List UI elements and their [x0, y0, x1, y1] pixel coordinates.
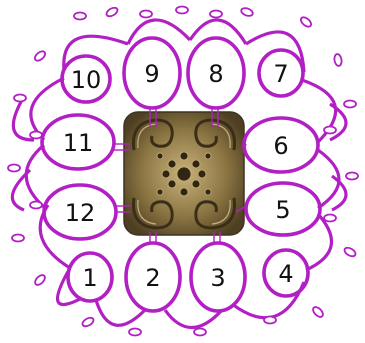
picot	[8, 165, 20, 172]
picot	[105, 6, 119, 18]
picot	[311, 305, 324, 318]
bead	[192, 180, 200, 188]
bead	[157, 153, 163, 159]
picot	[140, 11, 152, 18]
picot	[12, 235, 24, 242]
ring-label: 10	[71, 66, 102, 94]
ring-11: 11	[42, 115, 114, 169]
picot	[343, 246, 357, 258]
ring-9: 9	[124, 38, 180, 108]
bead	[180, 188, 188, 196]
picot	[210, 11, 222, 18]
picot	[30, 202, 42, 209]
bead	[177, 167, 191, 181]
picot	[33, 49, 47, 62]
ring-5: 5	[246, 183, 320, 235]
ornate-bronze-square-connector-icon	[124, 112, 244, 235]
bead	[198, 170, 206, 178]
ring-label: 5	[275, 196, 290, 224]
picot	[334, 53, 343, 66]
picot	[346, 173, 358, 180]
chain-arc	[165, 310, 222, 328]
bead	[205, 153, 211, 159]
bead	[157, 189, 163, 195]
picot	[324, 127, 336, 134]
ring-3: 3	[191, 243, 245, 311]
picot	[344, 101, 356, 108]
ring-label: 9	[144, 60, 159, 88]
ring-label: 12	[65, 199, 96, 227]
chain-arc	[306, 214, 331, 270]
ring-7: 7	[259, 50, 303, 96]
ring-label: 8	[208, 60, 223, 88]
ring-6: 6	[244, 118, 318, 172]
ring-label: 6	[273, 132, 288, 160]
bead	[205, 189, 211, 195]
ring-12: 12	[44, 185, 116, 239]
bead	[168, 160, 176, 168]
ring-label: 7	[273, 60, 288, 88]
bead	[180, 152, 188, 160]
ring-4: 4	[264, 250, 308, 296]
ring-label: 11	[63, 129, 94, 157]
picot	[240, 7, 254, 18]
chain-arc	[26, 145, 45, 208]
ring-label: 3	[210, 264, 225, 292]
chain-arc	[190, 20, 246, 44]
picot	[14, 95, 26, 102]
ring-10: 10	[62, 56, 110, 102]
chain-arc	[64, 36, 128, 70]
picot	[194, 329, 206, 336]
picot	[299, 15, 313, 28]
picot	[74, 13, 86, 20]
ring-label: 4	[278, 260, 293, 288]
picot	[30, 132, 42, 139]
picot	[81, 316, 95, 328]
picot	[33, 273, 46, 286]
bead	[162, 170, 170, 178]
bead	[192, 160, 200, 168]
ring-1: 1	[68, 253, 112, 301]
bead	[168, 180, 176, 188]
ring-2: 2	[126, 243, 180, 311]
ring-label: 2	[145, 264, 160, 292]
picot	[264, 317, 276, 324]
picot	[129, 329, 141, 336]
ring-8: 8	[188, 38, 244, 108]
picot	[324, 215, 336, 222]
picot	[176, 7, 188, 14]
ring-label: 1	[82, 264, 97, 292]
